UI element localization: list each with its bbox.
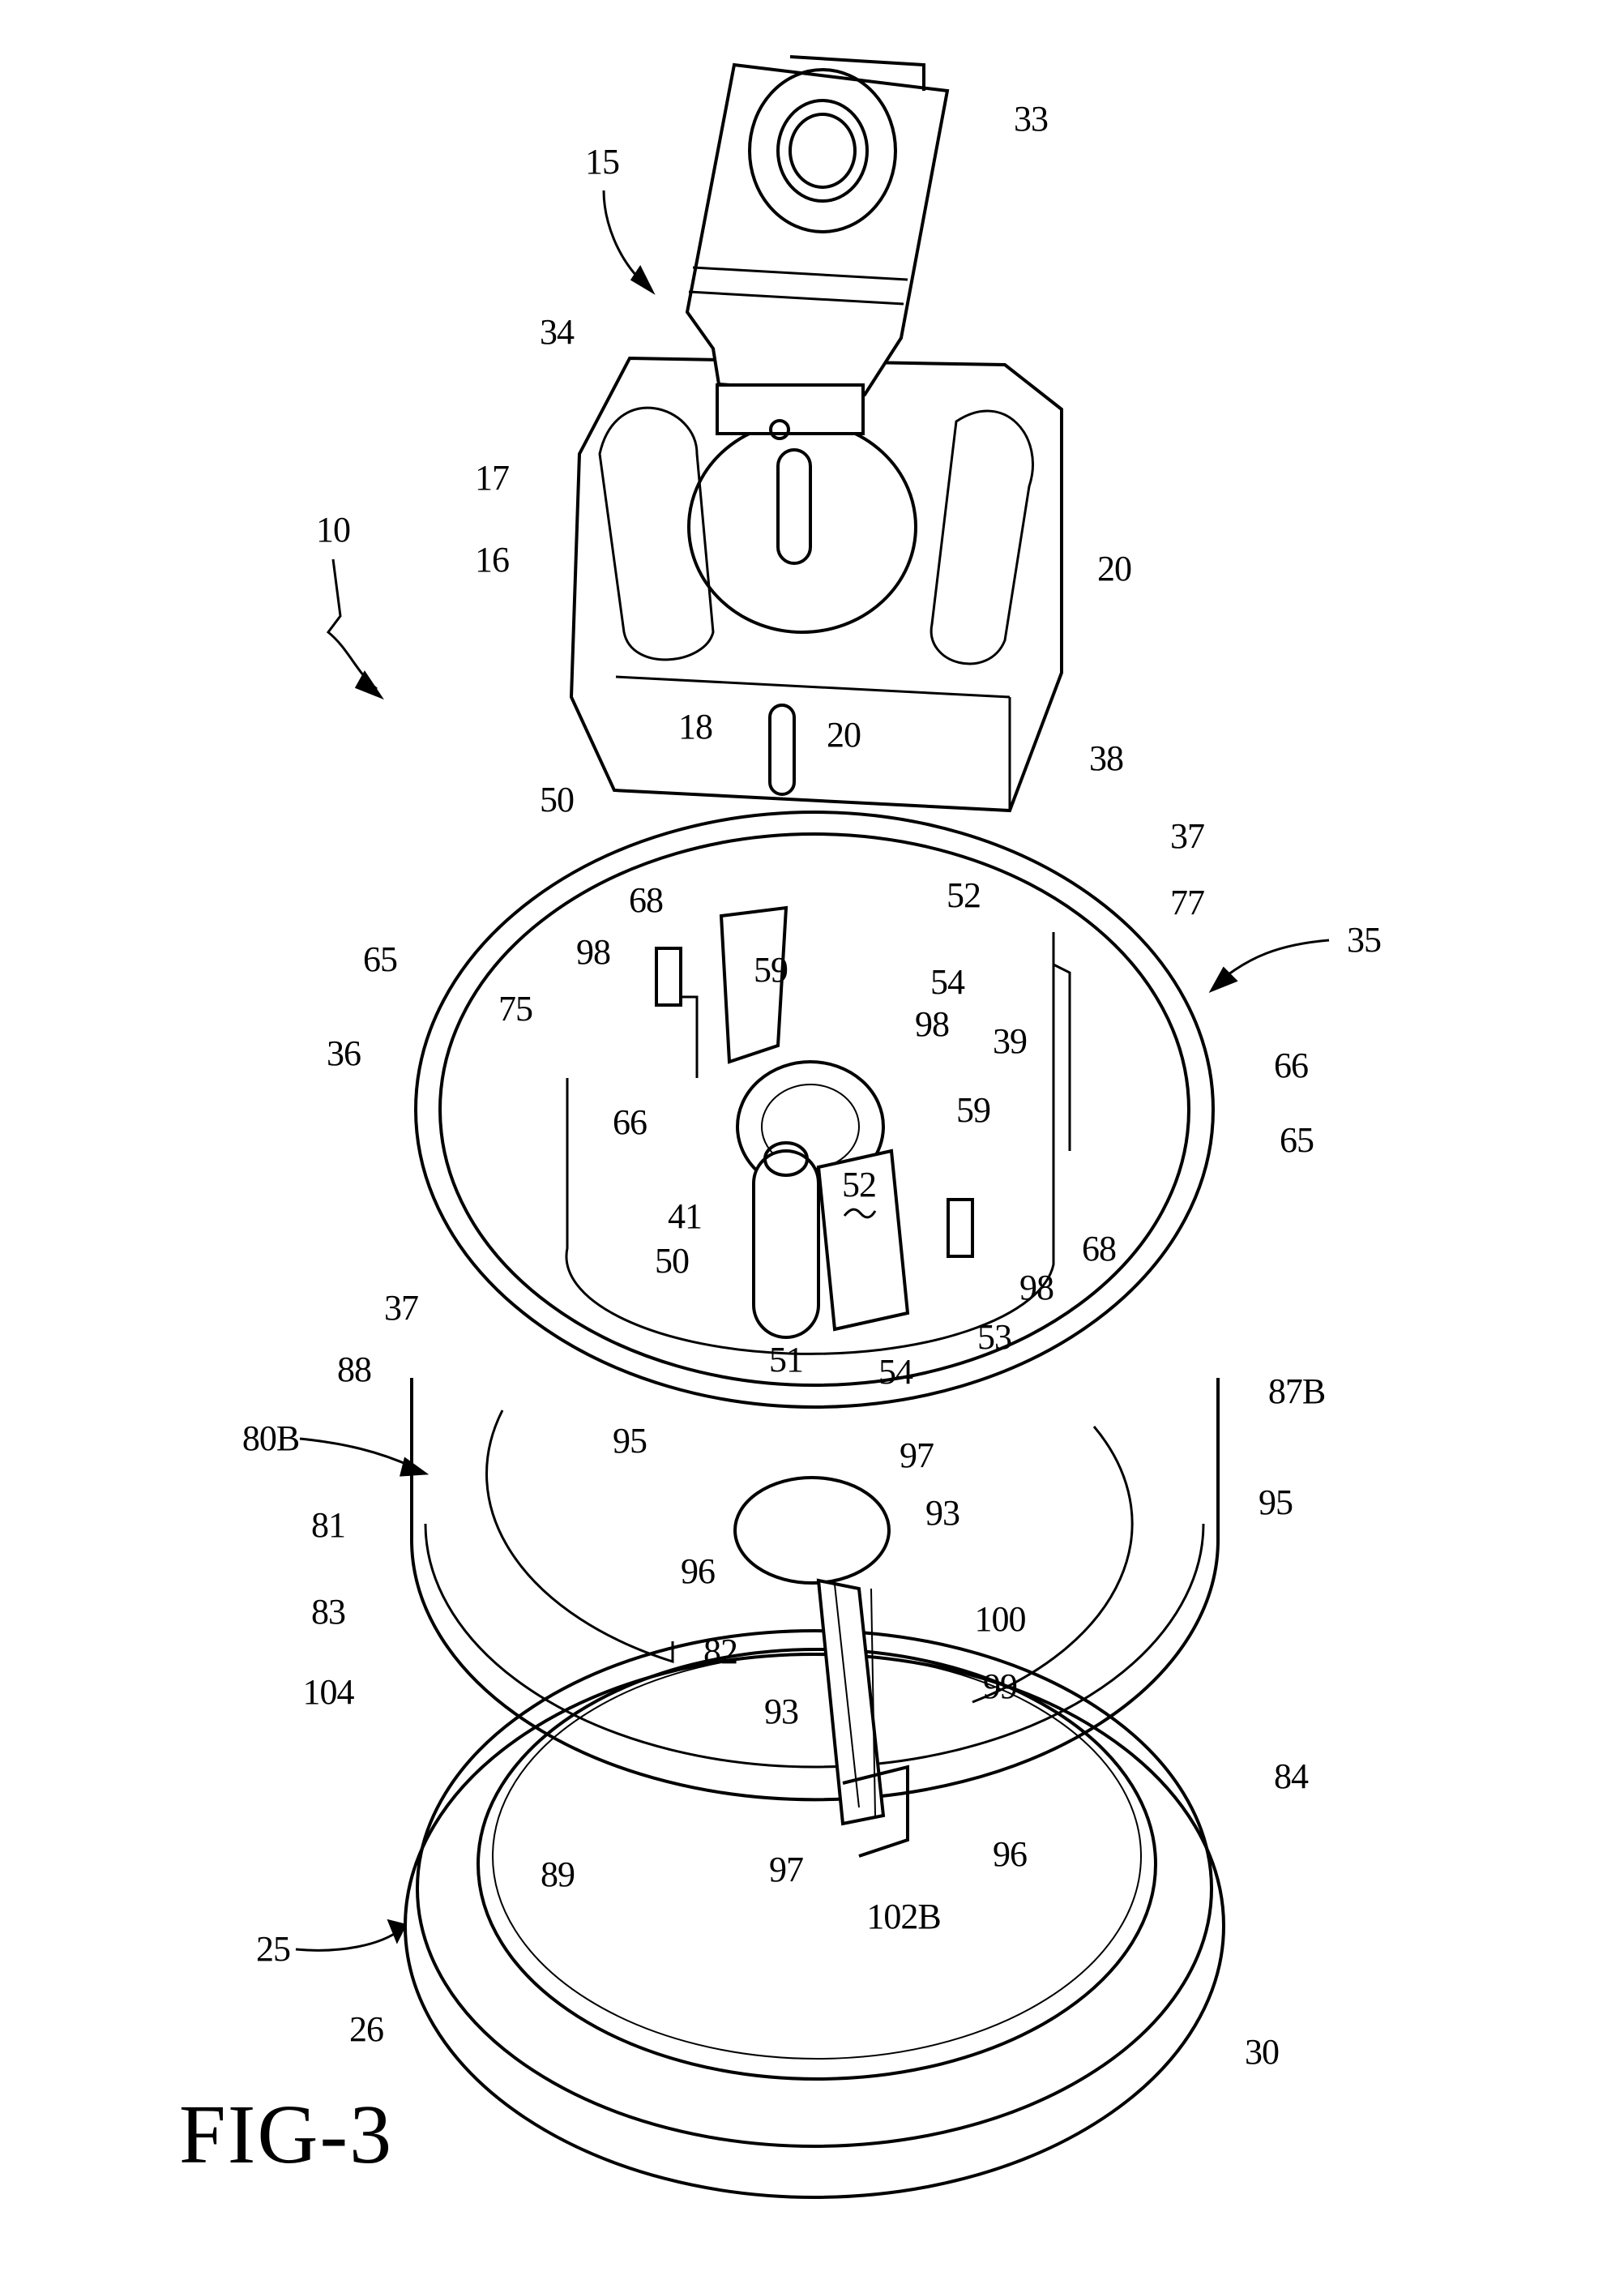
ref-label-33: 33: [1014, 101, 1048, 137]
ref-label-20: 20: [827, 717, 861, 753]
ref-label-99: 99: [983, 1669, 1017, 1705]
ref-label-96: 96: [993, 1837, 1027, 1872]
ref-label-25: 25: [256, 1931, 290, 1967]
ref-label-96: 96: [681, 1554, 715, 1589]
ref-label-41: 41: [668, 1199, 702, 1234]
ref-label-97: 97: [769, 1852, 803, 1888]
ref-label-82: 82: [703, 1634, 737, 1670]
ref-label-54: 54: [878, 1354, 912, 1390]
ref-label-50: 50: [540, 782, 574, 818]
ref-label-65: 65: [1280, 1123, 1314, 1158]
ref-label-75: 75: [498, 991, 532, 1027]
ref-label-53: 53: [977, 1320, 1011, 1355]
ref-label-98: 98: [1019, 1270, 1053, 1306]
ref-label-88: 88: [337, 1352, 371, 1388]
ref-label-35: 35: [1347, 922, 1381, 958]
ref-label-68: 68: [629, 883, 663, 918]
ref-label-30: 30: [1245, 2034, 1279, 2070]
ref-label-66: 66: [613, 1105, 647, 1140]
ref-label-50: 50: [655, 1243, 689, 1279]
ref-label-59: 59: [754, 952, 788, 988]
ref-label-81: 81: [311, 1508, 345, 1543]
ref-label-17: 17: [475, 460, 509, 496]
ref-label-18: 18: [678, 709, 712, 745]
ref-label-102B: 102B: [866, 1899, 940, 1935]
ref-label-95: 95: [613, 1423, 647, 1459]
cover-disc-35: [416, 812, 1213, 1407]
ref-label-93: 93: [764, 1694, 798, 1730]
ref-label-98: 98: [915, 1007, 949, 1042]
ref-label-39: 39: [993, 1024, 1027, 1059]
ref-label-77: 77: [1170, 885, 1204, 921]
ref-label-10: 10: [316, 512, 350, 548]
ref-label-89: 89: [541, 1857, 575, 1893]
ref-label-84: 84: [1274, 1759, 1308, 1794]
ref-label-51: 51: [769, 1342, 803, 1378]
ref-label-68: 68: [1082, 1231, 1116, 1267]
ref-label-100: 100: [975, 1602, 1026, 1637]
figure-title: FIG-3: [179, 2093, 393, 2177]
ref-label-16: 16: [475, 542, 509, 578]
ref-label-80B: 80B: [242, 1421, 299, 1457]
ref-label-93: 93: [925, 1495, 959, 1531]
ref-label-65: 65: [363, 942, 397, 977]
ref-label-52: 52: [947, 878, 981, 913]
ref-label-95: 95: [1259, 1485, 1293, 1521]
ref-label-59: 59: [956, 1093, 990, 1128]
ref-label-104: 104: [303, 1675, 354, 1710]
ref-label-97: 97: [900, 1438, 934, 1474]
ref-label-20: 20: [1097, 551, 1131, 587]
ref-label-52: 52: [842, 1167, 876, 1203]
ref-label-36: 36: [327, 1036, 361, 1072]
ref-label-66: 66: [1274, 1048, 1308, 1084]
ref-label-37: 37: [384, 1290, 418, 1326]
ref-label-98: 98: [576, 935, 610, 970]
cam-ring-80B: [412, 1378, 1218, 1856]
ref-label-38: 38: [1089, 741, 1123, 776]
ref-label-37: 37: [1170, 819, 1204, 854]
ref-label-15: 15: [585, 144, 619, 180]
ref-label-87B: 87B: [1268, 1374, 1325, 1409]
base-cup-25: [405, 1631, 1224, 2197]
ref-label-34: 34: [540, 314, 574, 350]
ref-label-26: 26: [349, 2012, 383, 2047]
ref-label-54: 54: [930, 965, 964, 1000]
ref-label-83: 83: [311, 1594, 345, 1630]
